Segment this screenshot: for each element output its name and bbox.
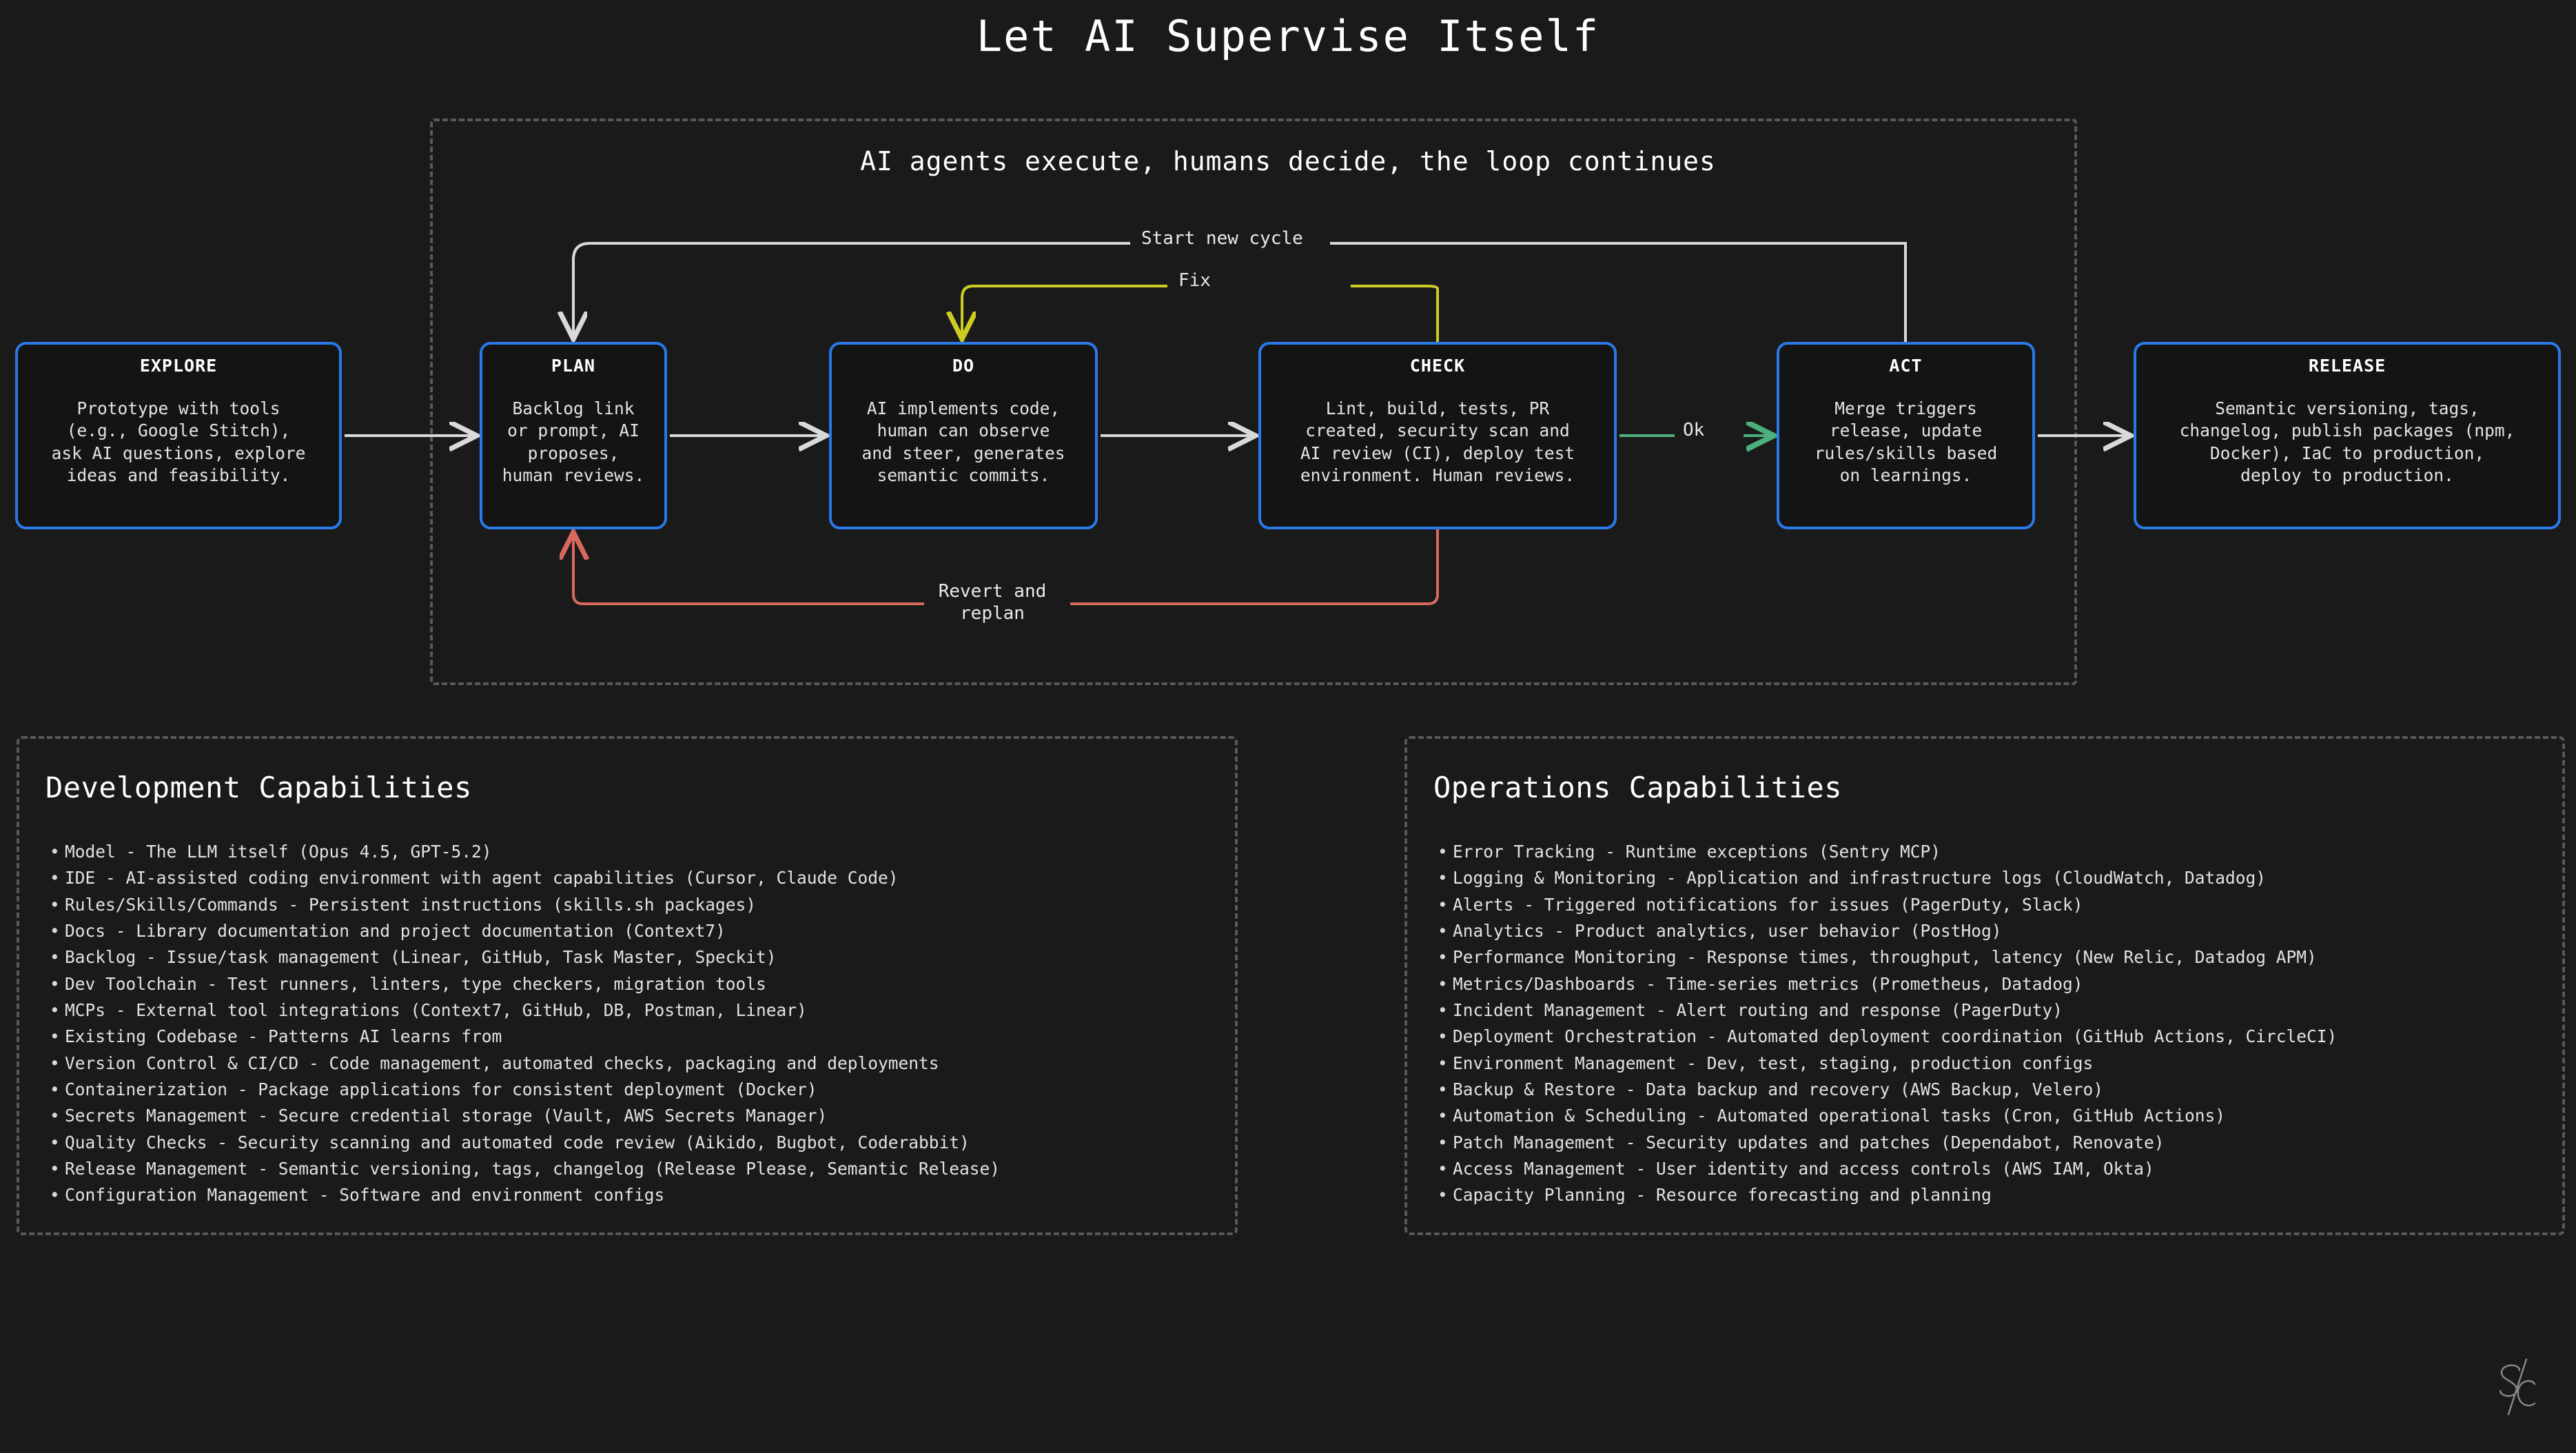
capability-item: Metrics/Dashboards - Time-series metrics…: [1433, 971, 2536, 998]
flow-node-act[interactable]: ACT Merge triggers release, update rules…: [1777, 342, 2035, 529]
flow-node-title: CHECK: [1409, 356, 1466, 376]
flow-node-release[interactable]: RELEASE Semantic versioning, tags, chang…: [2134, 342, 2561, 529]
flow-node-description: Semantic versioning, tags, changelog, pu…: [2179, 398, 2515, 485]
capability-item: Deployment Orchestration - Automated dep…: [1433, 1024, 2536, 1050]
flow-node-description: Prototype with tools (e.g., Google Stitc…: [51, 398, 306, 485]
capability-item: Logging & Monitoring - Application and i…: [1433, 865, 2536, 892]
capability-item: Incident Management - Alert routing and …: [1433, 997, 2536, 1024]
capability-item: IDE - AI-assisted coding environment wit…: [45, 865, 1209, 892]
operations-capabilities-panel: Operations Capabilities Error Tracking -…: [1404, 736, 2565, 1235]
capability-item: Existing Codebase - Patterns AI learns f…: [45, 1024, 1209, 1050]
panel-title: Development Capabilities: [45, 771, 472, 804]
flow-node-title: EXPLORE: [139, 356, 218, 376]
development-capabilities-list: Model - The LLM itself (Opus 4.5, GPT-5.…: [45, 839, 1209, 1209]
capability-item: Patch Management - Security updates and …: [1433, 1130, 2536, 1157]
capability-item: Analytics - Product analytics, user beha…: [1433, 918, 2536, 945]
flow-node-description: Lint, build, tests, PR created, security…: [1300, 398, 1575, 485]
capability-item: Rules/Skills/Commands - Persistent instr…: [45, 892, 1209, 919]
capability-item: Backup & Restore - Data backup and recov…: [1433, 1077, 2536, 1104]
edge-label-fix: Fix: [1172, 270, 1218, 292]
flow-node-do[interactable]: DO AI implements code, human can observe…: [829, 342, 1098, 529]
edge-label-ok: Ok: [1676, 420, 1712, 442]
capability-item: Release Management - Semantic versioning…: [45, 1156, 1209, 1183]
capability-item: Error Tracking - Runtime exceptions (Sen…: [1433, 839, 2536, 866]
flow-node-description: Backlog link or prompt, AI proposes, hum…: [502, 398, 645, 485]
capability-item: Model - The LLM itself (Opus 4.5, GPT-5.…: [45, 839, 1209, 866]
capability-item: Version Control & CI/CD - Code managemen…: [45, 1050, 1209, 1077]
capability-item: Automation & Scheduling - Automated oper…: [1433, 1103, 2536, 1130]
flow-node-description: AI implements code, human can observe an…: [861, 398, 1065, 485]
development-capabilities-panel: Development Capabilities Model - The LLM…: [17, 736, 1238, 1235]
capability-item: Backlog - Issue/task management (Linear,…: [45, 944, 1209, 971]
flow-node-title: RELEASE: [2308, 356, 2386, 376]
capability-item: MCPs - External tool integrations (Conte…: [45, 997, 1209, 1024]
sc-monogram-icon: [2499, 1358, 2536, 1416]
flow-node-description: Merge triggers release, update rules/ski…: [1814, 398, 1998, 485]
flow-node-title: PLAN: [551, 356, 596, 376]
flow-node-plan[interactable]: PLAN Backlog link or prompt, AI proposes…: [480, 342, 667, 529]
edge-label-start-new-cycle: Start new cycle: [1134, 228, 1310, 250]
flow-node-check[interactable]: CHECK Lint, build, tests, PR created, se…: [1258, 342, 1617, 529]
capability-item: Performance Monitoring - Response times,…: [1433, 944, 2536, 971]
revert-label-text: Revert and replan: [938, 581, 1047, 624]
flow-node-explore[interactable]: EXPLORE Prototype with tools (e.g., Goog…: [15, 342, 342, 529]
edge-label-revert-and-replan: Revert and replan: [928, 581, 1056, 625]
capability-item: Secrets Management - Secure credential s…: [45, 1103, 1209, 1130]
flow-node-title: ACT: [1889, 356, 1923, 376]
capability-item: Dev Toolchain - Test runners, linters, t…: [45, 971, 1209, 998]
page-title: Let AI Supervise Itself: [976, 11, 1600, 61]
flow-loop-container: [430, 119, 2077, 685]
capability-item: Containerization - Package applications …: [45, 1077, 1209, 1104]
capability-item: Quality Checks - Security scanning and a…: [45, 1130, 1209, 1157]
capability-item: Capacity Planning - Resource forecasting…: [1433, 1182, 2536, 1209]
capability-item: Docs - Library documentation and project…: [45, 918, 1209, 945]
capability-item: Configuration Management - Software and …: [45, 1182, 1209, 1209]
capability-item: Environment Management - Dev, test, stag…: [1433, 1050, 2536, 1077]
operations-capabilities-list: Error Tracking - Runtime exceptions (Sen…: [1433, 839, 2536, 1209]
flow-subtitle: AI agents execute, humans decide, the lo…: [860, 146, 1716, 176]
panel-title: Operations Capabilities: [1433, 771, 1843, 804]
flow-node-title: DO: [952, 356, 975, 376]
capability-item: Alerts - Triggered notifications for iss…: [1433, 892, 2536, 919]
capability-item: Access Management - User identity and ac…: [1433, 1156, 2536, 1183]
